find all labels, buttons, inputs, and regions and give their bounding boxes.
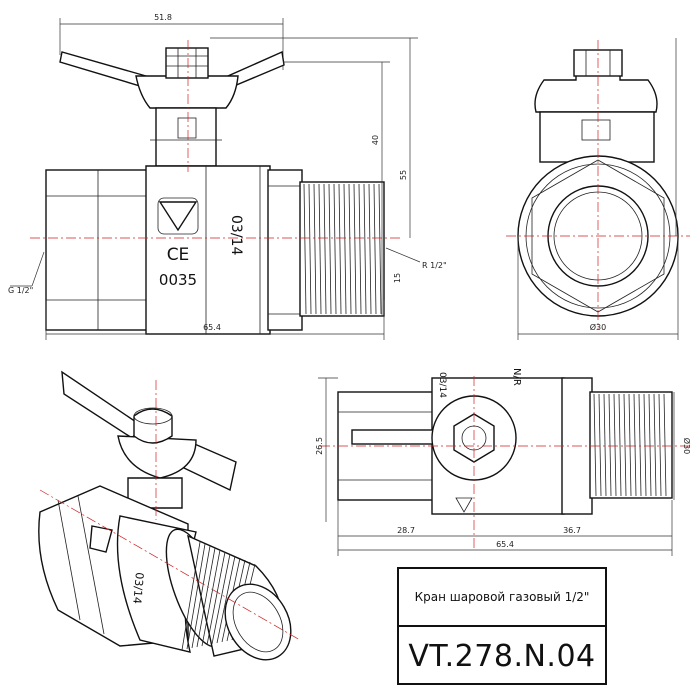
thread-hatch-line [653,393,657,497]
iso-thread-hatch-line [186,543,206,650]
dim-28-7: 28.7 [397,526,415,535]
leader-r [385,247,421,263]
side-neck [539,111,655,163]
iso-thread-hatch-line [196,547,216,648]
thread-hatch-line [623,393,627,497]
thread-hatch-line [643,393,647,497]
dim-dia-top: Ø30 [682,438,692,454]
iso-thread-end [224,583,292,661]
iso-nut-top [133,407,173,425]
iso-thread-hatch-line [191,545,211,649]
thread-male [299,181,385,317]
thread-hatch-line [378,183,382,315]
body-center [145,165,271,335]
leader-g [31,251,45,287]
thread-hatch-line [338,183,342,315]
iso-centerline [39,489,301,641]
front-view: 51.8 CE 0035 03/14 [8,13,447,340]
handle-nut [165,47,209,79]
isometric-view: 03/14 [38,370,301,661]
thread-hatch-line [363,183,367,315]
neck-slot [177,117,197,139]
thread-hatch-line [323,183,327,315]
top-thread-lines [593,393,667,497]
iso-thread-hatch-line [216,555,236,644]
iso-hex-edge-1 [57,499,81,621]
valve-neck [155,107,217,167]
dim-65-4: 65.4 [496,540,514,549]
product-description: Кран шаровой газовый 1/2" [399,569,605,627]
iso-thread-hatch-line [201,549,221,647]
top-mark-a: N/R [511,368,522,386]
top-logo-icon [455,497,473,513]
cert-number: 0035 [159,271,197,289]
thread-hatch-line [303,183,307,315]
dim-40: 40 [371,135,380,145]
thread-hatch-line [613,393,617,497]
thread-lines [303,183,382,315]
top-mark-b: 03/14 [437,372,447,398]
handle-wing-left [59,51,148,87]
iso-date-code: 03/14 [130,572,146,605]
title-block: Кран шаровой газовый 1/2" VT.278.N.04 [397,567,607,685]
thread-hatch-line [368,183,372,315]
iso-thread-end-inner [232,591,284,653]
thread-hatch-line [638,393,642,497]
thread-hatch-line [593,393,597,497]
iso-hex-edge-2 [77,495,105,635]
thread-hatch-line [603,393,607,497]
thread-g-label: G 1/2" [8,286,33,295]
thread-hatch-line [373,183,377,315]
thread-hatch-line [598,393,602,497]
thread-hatch-line [648,393,652,497]
thread-hatch-line [633,393,637,497]
top-view: 03/14 N/R 26.5 Ø30 28.7 36.7 65.4 [315,368,692,556]
brand-logo-frame [157,197,199,235]
ce-mark: CE [167,245,190,265]
brand-logo-icon [158,201,198,232]
iso-thread-hatch-line [211,553,231,645]
iso-nut [133,408,173,444]
product-code: VT.278.N.04 [408,638,596,674]
iso-thread-lines [181,541,256,651]
iso-handle-wing-left [61,370,144,439]
thread-hatch-line [658,393,662,497]
dim-36-7: 36.7 [563,526,581,535]
date-code: 03/14 [228,215,244,255]
thread-hatch-line [328,183,332,315]
dim-dia-side: Ø30 [590,322,606,332]
thread-r-label: R 1/2" [422,261,447,270]
body-nut-right [267,169,303,331]
dim-top-width: 51.8 [154,13,172,22]
thread-hatch-line [353,183,357,315]
dim-bottom-length: 65.4 [203,323,221,332]
thread-hatch-line [618,393,622,497]
thread-hatch-line [343,183,347,315]
thread-hatch-line [628,393,632,497]
side-view: Ø30 [506,38,690,340]
thread-hatch-line [308,183,312,315]
iso-thread-hatch-line [206,551,226,646]
side-neck-slot [581,119,611,141]
dim-55: 55 [399,170,408,180]
iso-logo-icon [89,525,113,553]
iso-thread-hatch-line [181,541,201,651]
thread-hatch-line [608,393,612,497]
thread-hatch-line [358,183,362,315]
handle-hub [135,75,239,109]
thread-hatch-line [663,393,667,497]
thread-hatch-line [348,183,352,315]
dim-height-26-5: 26.5 [315,437,324,455]
thread-hatch-line [313,183,317,315]
thread-hatch-line [333,183,337,315]
dim-15: 15 [393,273,402,283]
thread-hatch-line [318,183,322,315]
